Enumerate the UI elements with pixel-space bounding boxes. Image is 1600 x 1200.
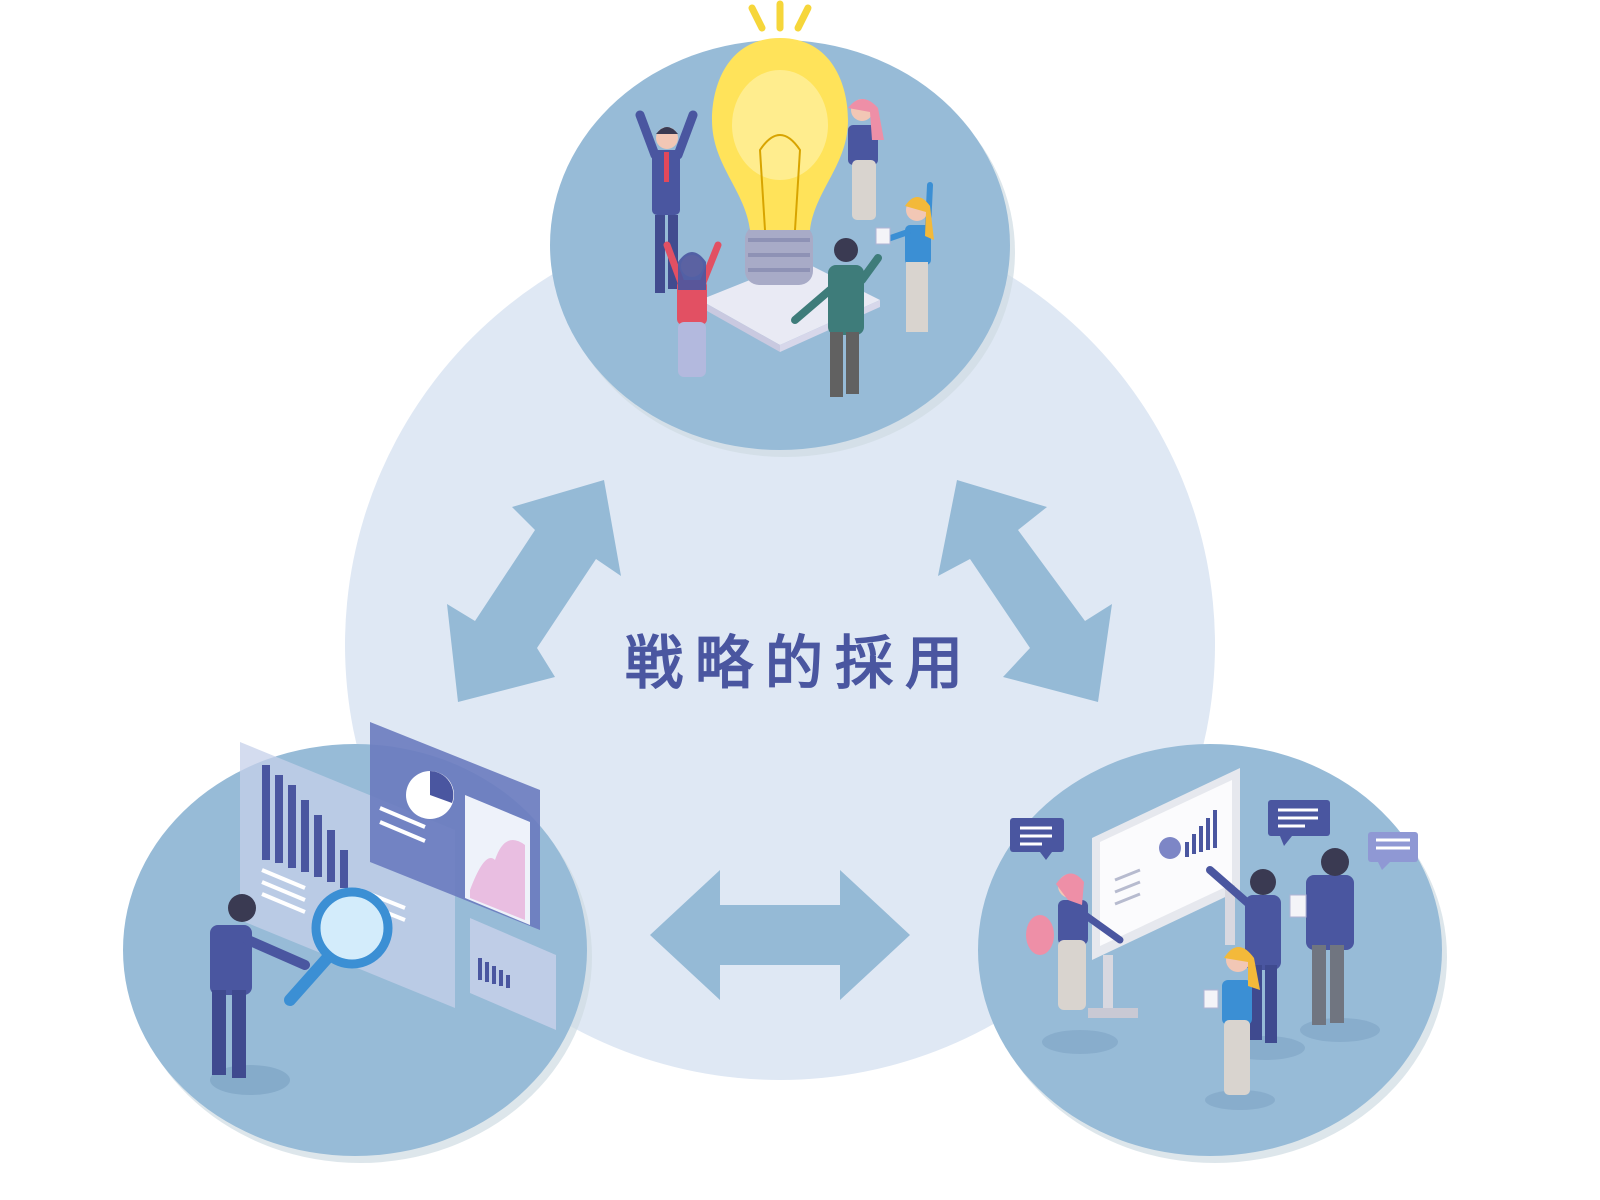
magnifier-icon	[284, 887, 393, 1006]
person-analyst	[210, 894, 310, 1095]
person-blonde-listener	[1203, 947, 1275, 1110]
arrow-top-left	[447, 480, 621, 702]
bar-chart-icon	[262, 765, 348, 888]
speech-bubble-icon	[1368, 832, 1418, 870]
arrow-bottom	[650, 870, 910, 1000]
analysis-node	[123, 722, 592, 1163]
person-presenter	[1026, 873, 1124, 1054]
whiteboard-icon	[1088, 768, 1240, 1018]
discussion-node	[978, 744, 1447, 1163]
light-rays-icon	[748, 0, 812, 32]
center-title: 戦略的採用	[624, 629, 975, 697]
arrow-top-right	[938, 480, 1112, 702]
mini-chart-panel	[470, 918, 556, 1030]
person-red-top	[663, 241, 722, 377]
idea-node	[550, 0, 1015, 457]
speech-bubble-icon	[1268, 800, 1330, 846]
person-blonde	[875, 182, 934, 332]
person-pink-hair	[848, 99, 884, 220]
person-thinking	[1289, 848, 1380, 1042]
mini-bars-icon	[478, 958, 510, 988]
speech-bubble-icon	[1010, 818, 1064, 860]
person-green-jacket	[791, 238, 882, 397]
